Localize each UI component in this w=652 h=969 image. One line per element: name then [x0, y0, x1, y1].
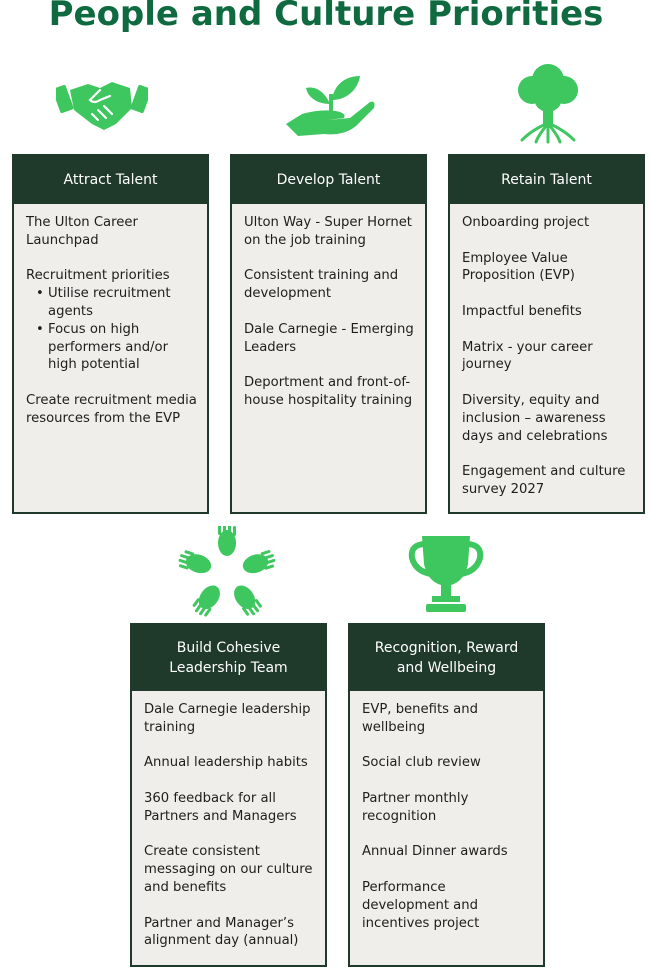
list-item: Consistent training and development	[244, 268, 399, 302]
list-item: Recruitment priorities Utilise recruitme…	[26, 267, 197, 374]
list-item: Create consistent messaging on our cultu…	[144, 844, 313, 895]
list-item: EVP, benefits and wellbeing	[362, 702, 478, 735]
attract-talent-card: Attract Talent The Ulton Career Launchpa…	[12, 154, 209, 514]
card-header: Recognition, Reward and Wellbeing	[350, 625, 543, 691]
trophy-icon	[408, 536, 484, 612]
list-item: Annual Dinner awards	[362, 844, 508, 860]
list-item: Dale Carnegie leadership training	[144, 702, 311, 735]
list-item: The Ulton Career Launchpad	[26, 215, 138, 248]
card-title: Retain Talent	[501, 172, 592, 188]
list-item: 360 feedback for all Partners and Manage…	[144, 790, 297, 824]
bullet-item: Focus on high performers and/or high pot…	[36, 321, 197, 374]
seedling-in-hand-icon	[286, 76, 375, 136]
list-item: Impactful benefits	[462, 303, 582, 319]
bullet-item: Utilise recruitment agents	[36, 285, 197, 321]
list-item: Engagement and culture survey 2027	[462, 464, 626, 497]
card-body: Dale Carnegie leadership training Annual…	[132, 691, 325, 950]
list-item-text: Recruitment priorities	[26, 268, 170, 284]
list-item: Partner monthly recognition	[362, 790, 469, 824]
card-title: Attract Talent	[63, 172, 158, 188]
leadership-team-card: Build Cohesive Leadership Team Dale Carn…	[130, 623, 327, 967]
card-body: Onboarding project Employee Value Propos…	[450, 204, 643, 499]
bullet-list: Utilise recruitment agents Focus on high…	[26, 285, 197, 374]
list-item: Social club review	[362, 755, 481, 771]
card-header: Develop Talent	[232, 156, 425, 204]
list-item: Employee Value Proposition (EVP)	[462, 250, 575, 284]
card-title: Build Cohesive Leadership Team	[169, 640, 288, 676]
recognition-card: Recognition, Reward and Wellbeing EVP, b…	[348, 623, 545, 967]
tree-icon	[518, 64, 578, 144]
card-header: Attract Talent	[14, 156, 207, 204]
list-item: Annual leadership habits	[144, 755, 308, 771]
list-item: Dale Carnegie - Emerging Leaders	[244, 321, 414, 355]
card-header: Retain Talent	[450, 156, 643, 204]
list-item: Matrix - your career journey	[462, 339, 593, 373]
list-item: Diversity, equity and inclusion – awaren…	[462, 392, 608, 444]
card-body: EVP, benefits and wellbeing Social club …	[350, 691, 543, 932]
page-title: People and Culture Priorities	[48, 0, 604, 34]
list-item: Create recruitment media resources from …	[26, 392, 197, 426]
card-title: Recognition, Reward and Wellbeing	[374, 640, 519, 676]
card-body: The Ulton Career Launchpad Recruitment p…	[14, 204, 207, 428]
list-item: Partner and Manager’s alignment day (ann…	[144, 915, 299, 949]
card-title: Develop Talent	[276, 172, 381, 188]
handshake-icon	[56, 82, 148, 130]
card-header: Build Cohesive Leadership Team	[132, 625, 325, 691]
retain-talent-card: Retain Talent Onboarding project Employe…	[448, 154, 645, 514]
list-item: Ulton Way - Super Hornet on the job trai…	[244, 215, 412, 248]
card-body: Ulton Way - Super Hornet on the job trai…	[232, 204, 425, 410]
develop-talent-card: Develop Talent Ulton Way - Super Hornet …	[230, 154, 427, 514]
hands-circle-icon	[178, 526, 276, 617]
list-item: Performance development and incentives p…	[362, 879, 480, 931]
list-item: Deportment and front-of-house hospitalit…	[244, 375, 413, 408]
list-item: Onboarding project	[462, 215, 590, 230]
